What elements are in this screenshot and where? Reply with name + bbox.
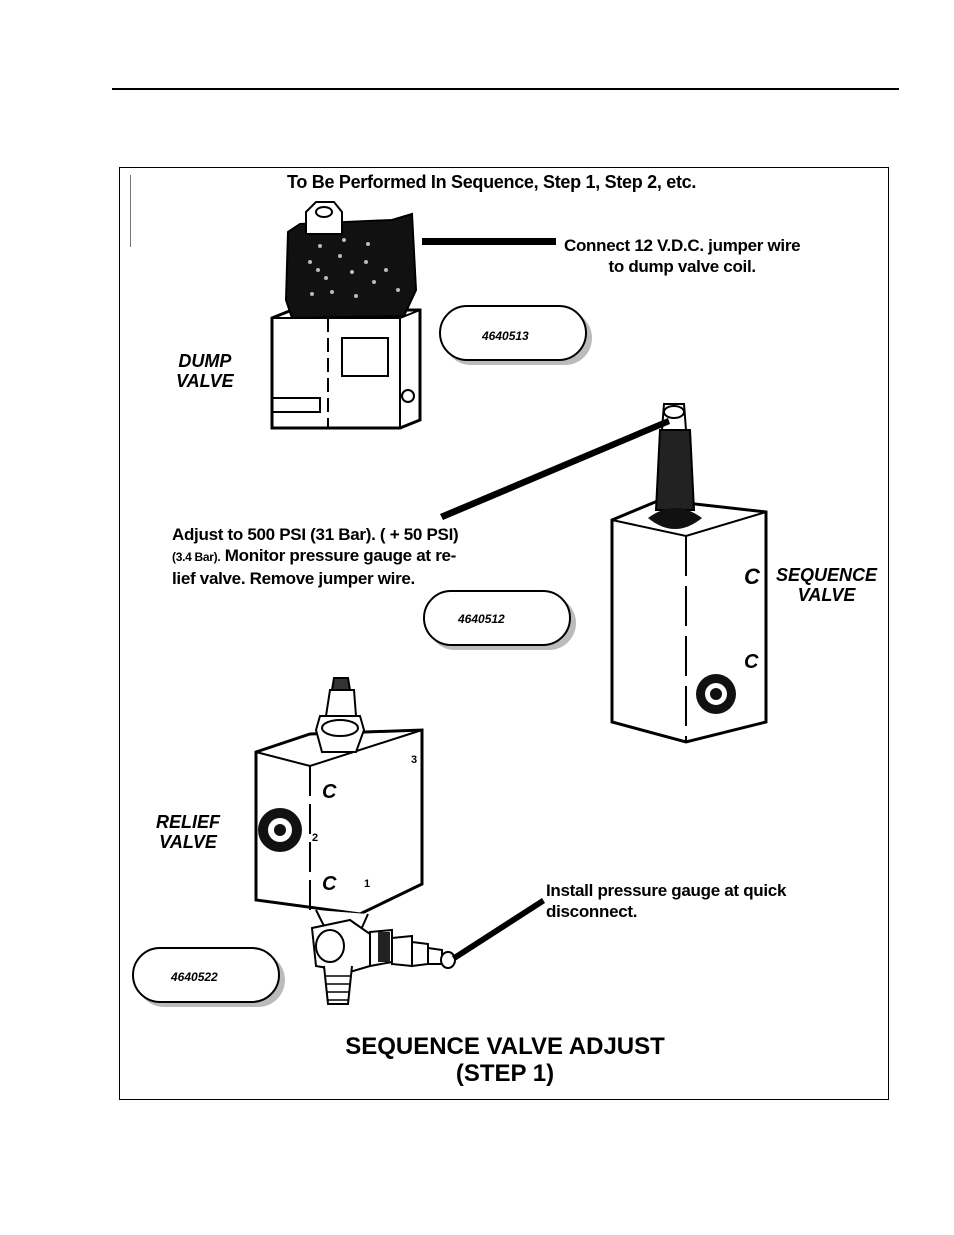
install-note-line1: Install pressure gauge at quick <box>546 881 787 900</box>
adjust-note-line3: lief valve. Remove jumper wire. <box>172 569 415 588</box>
figure-title-line1: SEQUENCE VALVE ADJUST <box>345 1033 665 1060</box>
relief-valve-label: RELIEF VALVE <box>156 812 220 852</box>
svg-text:C: C <box>744 651 759 673</box>
adjust-note-line2-text: Monitor pressure gauge at re- <box>224 546 457 565</box>
relief-valve-drawing: C C <box>254 677 545 1005</box>
connect-jumper-note: Connect 12 V.D.C. jumper wire to dump va… <box>564 235 801 277</box>
dump-valve-drawing <box>270 201 556 430</box>
part-number-dump: 4640513 <box>482 329 529 343</box>
part-number-relief: 4640522 <box>171 970 218 984</box>
margin-mark <box>130 175 131 247</box>
connect-note-line1: Connect 12 V.D.C. jumper wire <box>564 236 801 255</box>
sequence-label-line2: VALVE <box>797 585 856 605</box>
adjust-note-small-value: (3.4 Bar). <box>172 550 221 564</box>
install-gauge-note: Install pressure gauge at quick disconne… <box>546 880 786 922</box>
figure-frame <box>119 167 889 1100</box>
part-number-tag-sequence <box>423 590 576 650</box>
port-mark-2: 2 <box>312 832 319 844</box>
install-note-line2: disconnect. <box>546 902 638 921</box>
sequence-label-line1: SEQUENCE <box>776 565 878 585</box>
svg-text:C: C <box>322 781 337 803</box>
figure-title-line2: (STEP 1) <box>455 1060 555 1087</box>
port-mark-1: 1 <box>364 878 371 890</box>
dump-label-line2: VALVE <box>176 371 234 391</box>
relief-label-line1: RELIEF <box>156 812 221 832</box>
part-number-sequence: 4640512 <box>458 612 505 626</box>
relief-label-line2: VALVE <box>159 832 217 852</box>
adjust-note-line1: Adjust to 500 PSI (31 Bar). ( + 50 PSI) <box>172 525 459 544</box>
dump-label-line1: DUMP <box>178 351 232 371</box>
part-number-tag-relief <box>132 947 285 1007</box>
svg-text:C: C <box>322 873 337 895</box>
part-number-tag-dump <box>439 305 592 365</box>
sequence-valve-drawing: C C <box>440 403 768 744</box>
dump-valve-label: DUMP VALVE <box>176 351 234 391</box>
figure-title: SEQUENCE VALVE ADJUST (STEP 1) <box>300 1033 710 1087</box>
top-rule <box>112 88 899 90</box>
adjust-note-line2: (3.4 Bar). Monitor pressure gauge at re- <box>172 545 458 568</box>
svg-text:C: C <box>744 564 761 589</box>
connect-note-line2: to dump valve coil. <box>608 257 756 276</box>
sequence-valve-label: SEQUENCE VALVE <box>776 565 877 605</box>
port-mark-3: 3 <box>411 754 418 766</box>
figure-instruction-header: To Be Performed In Sequence, Step 1, Ste… <box>287 172 697 192</box>
adjust-pressure-note: Adjust to 500 PSI (31 Bar). ( + 50 PSI) … <box>172 524 459 589</box>
